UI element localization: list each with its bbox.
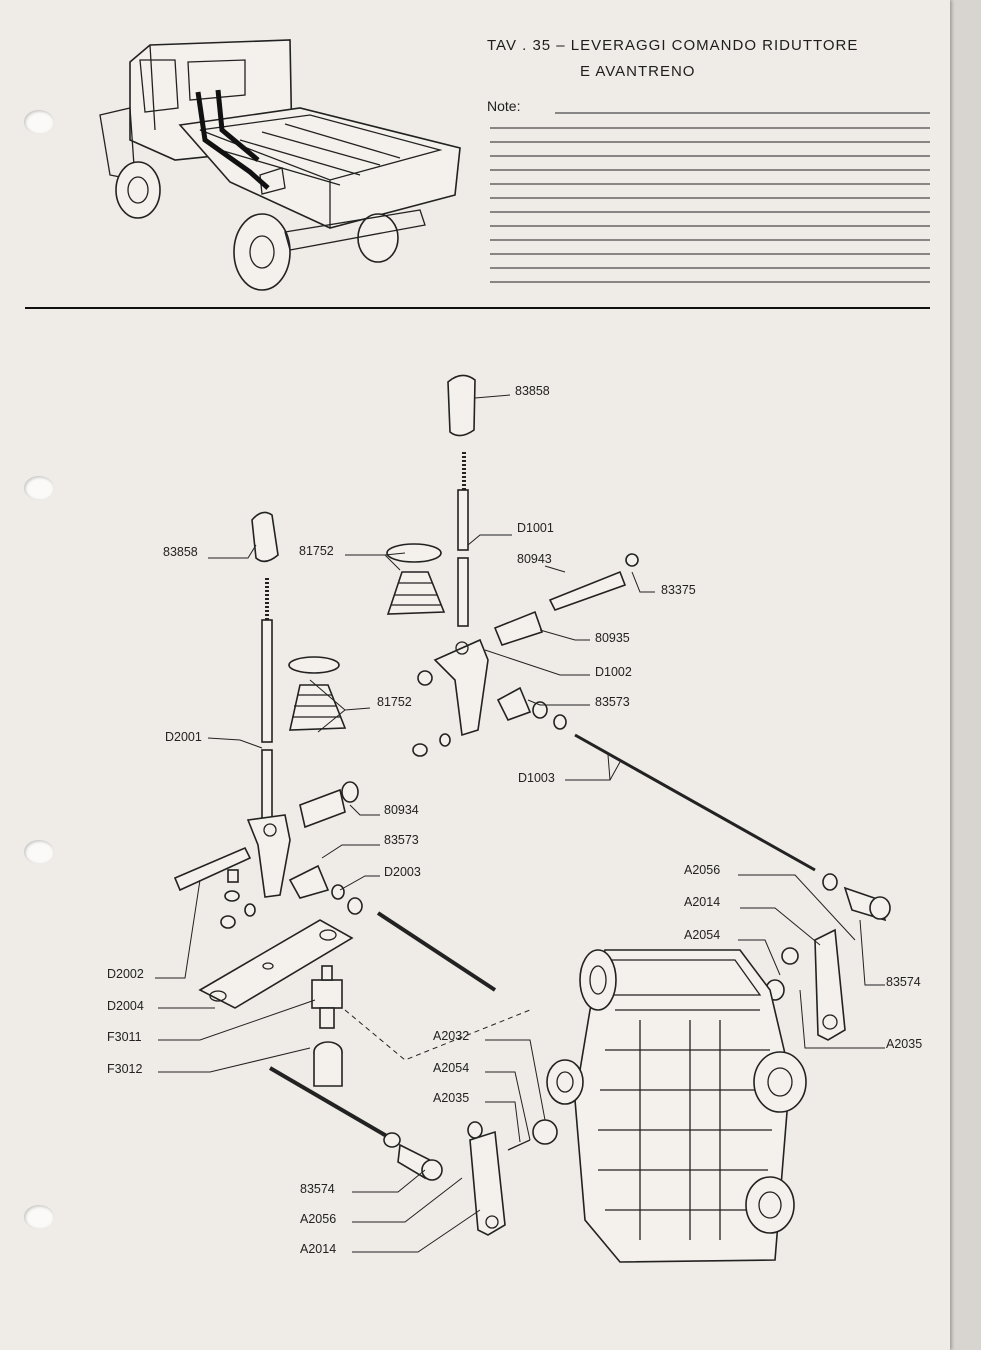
truck-illustration (99, 39, 461, 291)
punch-hole (24, 476, 54, 500)
part-label: A2056 (300, 1212, 337, 1226)
part-label: A2014 (684, 895, 721, 909)
right-lever-assembly (386, 374, 891, 1041)
punch-hole (24, 110, 54, 134)
part-label: D2003 (384, 865, 421, 879)
part-label: A2035 (886, 1037, 923, 1051)
part-label: 83375 (661, 583, 696, 597)
left-lever-assembly (173, 511, 558, 1236)
part-label: 80943 (517, 552, 552, 566)
gearbox-housing (546, 949, 807, 1263)
part-label: A2054 (684, 928, 721, 942)
leader-lines (155, 394, 885, 1253)
catalog-sheet: TAV . 35 – LEVERAGGI COMANDO RIDUTTORE E… (0, 0, 950, 1350)
part-label: 81752 (377, 695, 412, 709)
part-label: 83574 (300, 1182, 335, 1196)
part-label: F3012 (107, 1062, 143, 1076)
punch-hole (24, 840, 54, 864)
part-label: A2056 (684, 863, 721, 877)
note-lines (490, 112, 930, 283)
part-label: 83858 (515, 384, 550, 398)
punch-hole (24, 1205, 54, 1229)
part-label: 83574 (886, 975, 921, 989)
part-label: D1002 (595, 665, 632, 679)
part-label: 83858 (163, 545, 198, 559)
part-label: A2054 (433, 1061, 470, 1075)
part-label: F3011 (107, 1030, 142, 1044)
part-label: D2001 (165, 730, 202, 744)
note-label: Note: (487, 98, 521, 114)
exploded-diagram (25, 39, 930, 1263)
part-label: A2035 (433, 1091, 470, 1105)
sheet-subtitle: E AVANTRENO (580, 63, 696, 80)
part-label: 83573 (384, 833, 419, 847)
part-label: D2004 (107, 999, 144, 1013)
part-label: 80934 (384, 803, 419, 817)
part-label: 81752 (299, 544, 334, 558)
part-label: A2032 (433, 1029, 470, 1043)
part-label: 83573 (595, 695, 630, 709)
part-label: D2002 (107, 967, 144, 981)
part-label: A2014 (300, 1242, 337, 1256)
part-label: 80935 (595, 631, 630, 645)
part-label: D1003 (518, 771, 555, 785)
sheet-title: TAV . 35 – LEVERAGGI COMANDO RIDUTTORE (487, 37, 859, 54)
part-label: D1001 (517, 521, 554, 535)
